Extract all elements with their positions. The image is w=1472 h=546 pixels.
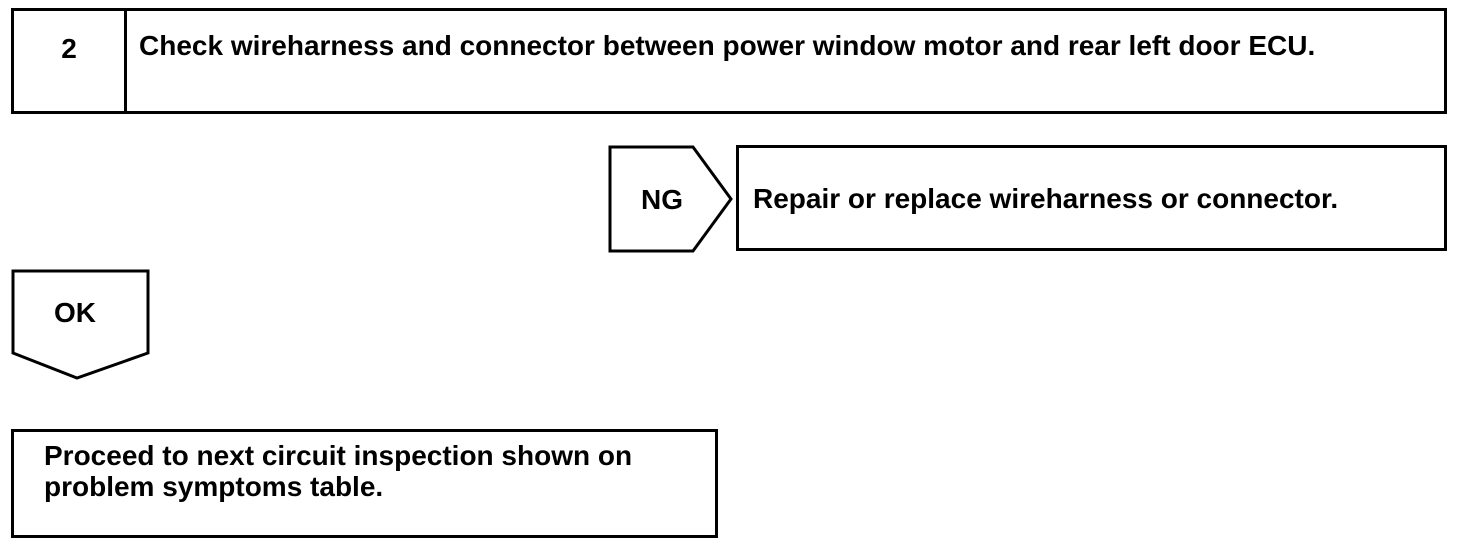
ng-result-box: Repair or replace wireharness or connect…	[736, 145, 1447, 251]
ok-arrow-shape	[11, 269, 150, 380]
ng-label: NG	[641, 184, 683, 215]
ng-arrow-shape	[608, 145, 733, 253]
step-description: Check wireharness and connector between …	[139, 30, 1316, 61]
ng-result-text: Repair or replace wireharness or connect…	[753, 183, 1339, 214]
step-number: 2	[14, 11, 127, 111]
ok-result-text: Proceed to next circuit inspection shown…	[44, 440, 633, 502]
ok-result-box: Proceed to next circuit inspection shown…	[11, 429, 718, 538]
step-box: 2 Check wireharness and connector betwee…	[11, 8, 1447, 114]
ok-label: OK	[54, 297, 96, 328]
